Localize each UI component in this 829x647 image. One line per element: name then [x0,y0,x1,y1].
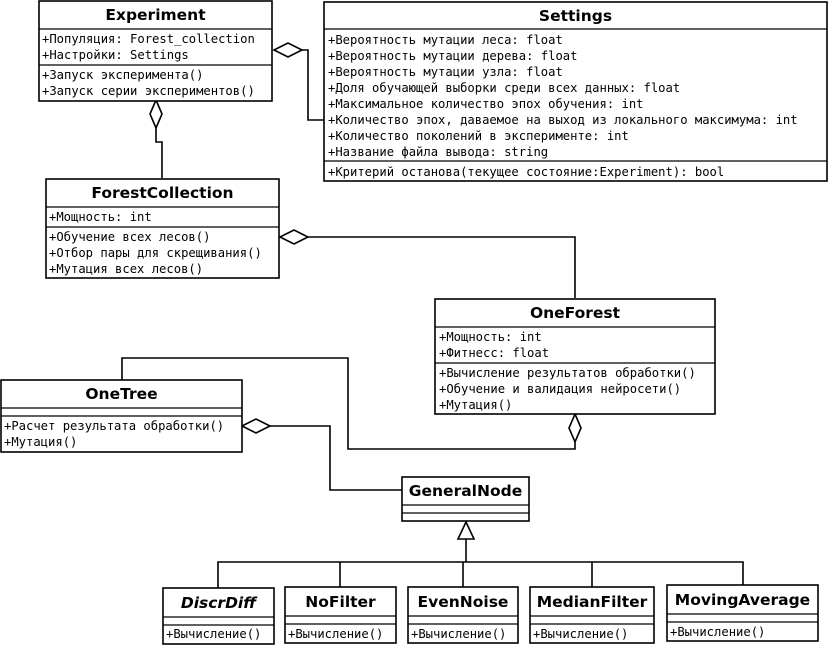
class-one-forest-method: +Вычисление результатов обработки() [439,366,696,380]
class-experiment-attr: +Настройки: Settings [42,48,189,62]
class-even-noise: EvenNoise +Вычисление() [407,586,519,644]
class-discr-diff-method: +Вычисление() [166,627,261,641]
class-forest-collection-attr: +Мощность: int [49,210,152,224]
class-forest-collection: ForestCollection +Мощность: int +Обучени… [45,178,280,279]
class-settings-name: Settings [539,7,612,25]
aggregation-diamond-forestcollection-oneforest [278,229,310,245]
aggregation-diamond-oneforest-onetree [568,411,582,445]
class-one-forest-method: +Мутация() [439,398,512,412]
generalization-arrowhead [456,520,476,540]
connector-onetree-generalnode [270,425,402,491]
class-median-filter: MedianFilter +Вычисление() [529,586,655,644]
class-settings-attr: +Доля обучающей выборки среди всех данны… [328,81,680,95]
class-no-filter-method: +Вычисление() [288,627,383,641]
class-no-filter: NoFilter +Вычисление() [284,586,397,644]
class-settings-attr: +Название файла вывода: string [328,145,548,159]
aggregation-diamond-experiment-forestcollection [149,97,163,131]
class-general-node: GeneralNode [401,476,530,522]
generalization-bus [217,561,744,588]
class-settings: Settings +Вероятность мутации леса: floa… [323,1,828,182]
class-discr-diff: DiscrDiff +Вычисление() [162,587,275,645]
class-one-forest-name: OneForest [530,304,621,322]
class-experiment: Experiment +Популяция: Forest_collection… [38,0,273,102]
class-experiment-attr: +Популяция: Forest_collection [42,32,255,46]
class-forest-collection-method: +Отбор пары для скрещивания() [49,246,262,260]
class-settings-attr: +Максимальное количество эпох обучения: … [328,97,644,111]
class-one-tree: OneTree +Расчет результата обработки() +… [0,379,243,453]
aggregation-diamond-onetree-generalnode [240,418,272,434]
class-moving-average-method: +Вычисление() [670,625,765,639]
class-discr-diff-name: DiscrDiff [181,594,258,612]
class-forest-collection-method: +Обучение всех лесов() [49,230,210,244]
class-forest-collection-method: +Мутация всех лесов() [49,262,203,276]
class-moving-average: MovingAverage +Вычисление() [666,584,819,642]
aggregation-diamond-experiment-settings [272,42,304,58]
class-settings-attr: +Вероятность мутации леса: float [328,33,563,47]
class-one-tree-method: +Расчет результата обработки() [4,419,224,433]
class-one-forest-attr: +Мощность: int [439,330,542,344]
class-no-filter-name: NoFilter [305,593,376,611]
class-one-tree-name: OneTree [85,385,157,403]
connector-experiment-settings [302,49,324,121]
class-one-forest-method: +Обучение и валидация нейросети() [439,382,681,396]
class-experiment-method: +Запуск эксперимента() [42,68,203,82]
class-moving-average-name: MovingAverage [675,591,810,609]
connector-oneforest-onetree [121,357,576,450]
class-settings-attr: +Количество эпох, даваемое на выход из л… [328,113,798,127]
class-median-filter-name: MedianFilter [537,593,648,611]
class-settings-attr: +Количество поколений в эксперименте: in… [328,129,629,143]
class-general-node-name: GeneralNode [409,482,522,500]
class-even-noise-method: +Вычисление() [411,627,506,641]
class-settings-attr: +Вероятность мутации дерева: float [328,49,577,63]
connector-forestcollection-oneforest [308,236,576,298]
connector-experiment-forestcollection [155,128,163,178]
class-experiment-name: Experiment [105,6,206,24]
class-one-tree-method: +Мутация() [4,435,77,449]
class-forest-collection-name: ForestCollection [91,184,233,202]
class-even-noise-name: EvenNoise [418,593,509,611]
class-experiment-method: +Запуск серии экспериментов() [42,84,255,98]
class-settings-method: +Критерий останова(текущее состояние:Exp… [328,165,724,179]
class-settings-attr: +Вероятность мутации узла: float [328,65,563,79]
class-one-forest-attr: +Фитнесс: float [439,346,549,360]
class-median-filter-method: +Вычисление() [533,627,628,641]
class-one-forest: OneForest +Мощность: int +Фитнесс: float… [434,298,716,415]
